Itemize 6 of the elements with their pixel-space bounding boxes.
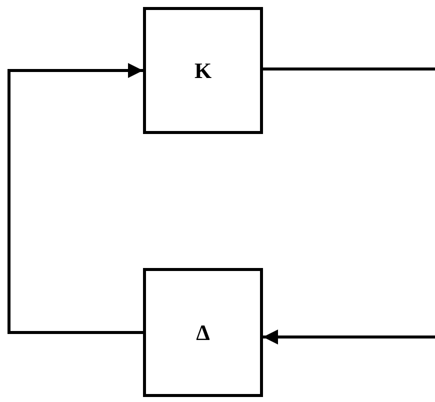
- block-box: [143, 7, 263, 134]
- arrow: [263, 330, 435, 344]
- block-label: K: [194, 58, 212, 84]
- block-label: Δ: [196, 320, 210, 346]
- block-box: [143, 268, 263, 397]
- arrow: [8, 63, 143, 334]
